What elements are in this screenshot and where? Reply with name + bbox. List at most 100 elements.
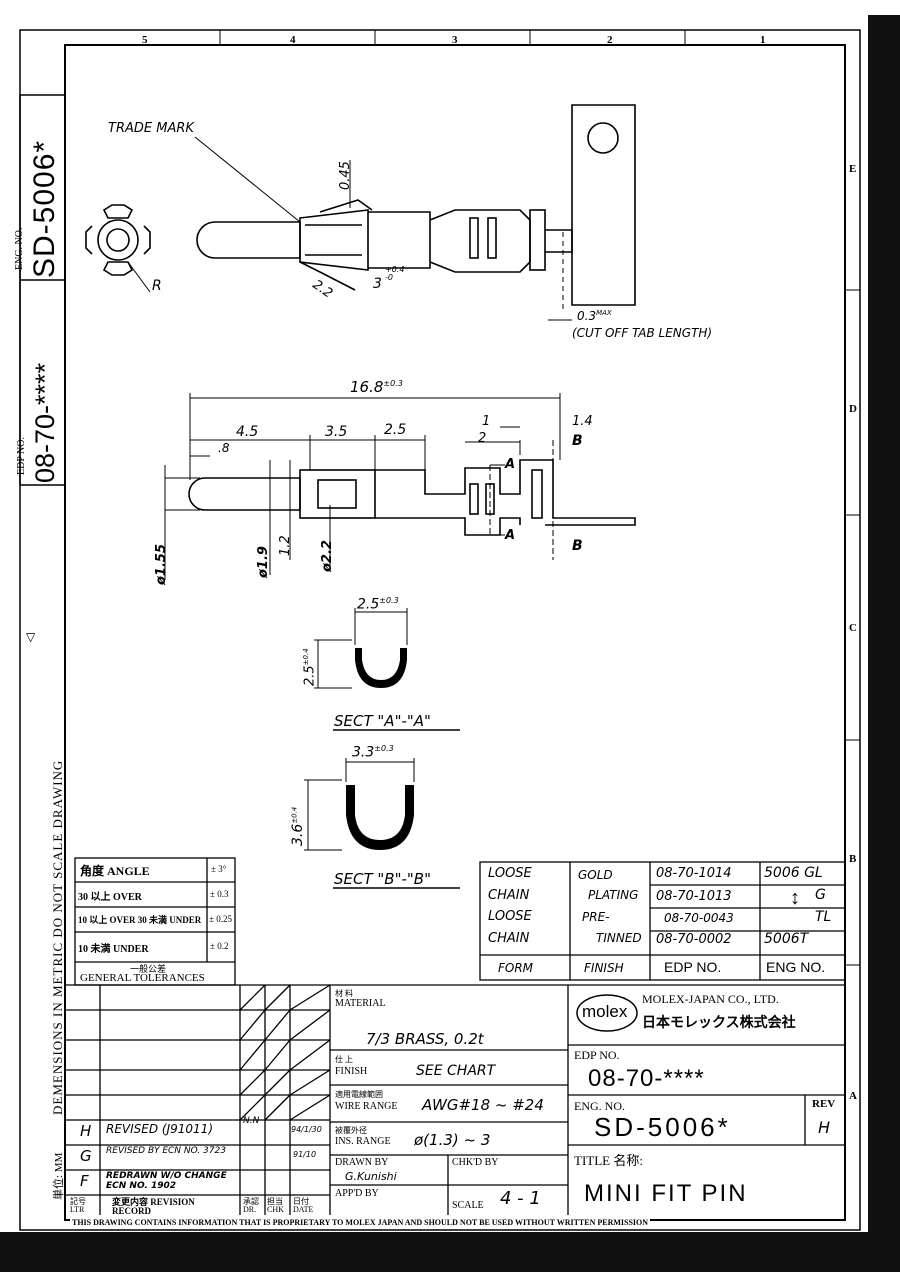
finish-label: FINISH	[335, 1066, 368, 1077]
ins-label: INS. RANGE	[335, 1136, 391, 1147]
zone-number-3: 3	[452, 34, 458, 46]
dim-0-3-value: 0.3	[577, 309, 597, 323]
tol-10-30-label: 10 以上 OVER 30 未満 UNDER	[78, 915, 202, 925]
zone-letter-e: E	[849, 163, 857, 175]
zone-number-4: 4	[290, 34, 296, 46]
title-value: MINI FIT PIN	[584, 1180, 748, 1207]
dim-dia-1-55: ø1.55	[154, 543, 169, 585]
section-a-width: 2.5±0.3	[357, 596, 399, 613]
zone-ticks	[219, 30, 860, 966]
dim-1-2: 1.2	[278, 535, 293, 556]
zone-letter-d: D	[849, 403, 857, 415]
chkd-label: CHK'D BY	[452, 1157, 499, 1168]
material-jp: 材 料	[335, 989, 353, 998]
tol-over30-label: 30 以上 OVER	[78, 892, 142, 903]
finish-header-finish: FINISH	[584, 961, 624, 975]
dim-2-5: 2.5	[384, 422, 407, 438]
eng-value: SD-5006*	[594, 1112, 731, 1142]
rev-row-h-desc: REVISED (J91011)	[106, 1122, 213, 1136]
tol-angle-label: 角度 ANGLE	[80, 864, 150, 878]
dim-16-8-value: 16.8	[350, 378, 384, 396]
eng-label: ENG. NO.	[574, 1099, 625, 1113]
finish-chart-lines	[479, 861, 846, 981]
rev-row-g-date: 91/10	[293, 1150, 317, 1159]
section-a-mark-top: A	[505, 457, 516, 472]
section-b-title: SECT "B"-"B"	[334, 870, 431, 888]
drawn-value: G.Kunishi	[345, 1170, 397, 1183]
section-b-width-tol: ±0.3	[374, 744, 394, 753]
section-a-width-value: 2.5	[357, 596, 380, 613]
section-b-height-tol: ±0.4	[290, 806, 299, 824]
dim-16-8-tol: ±0.3	[383, 379, 403, 388]
side-edp-label: EDP NO.	[16, 437, 27, 475]
company-name: MOLEX-JAPAN CO., LTD.	[642, 992, 779, 1006]
dim-3-5: 3.5	[325, 424, 348, 440]
section-b-height-value: 3.6	[290, 823, 306, 846]
section-a-height: 2.5±0.4	[302, 648, 317, 686]
top-view	[85, 104, 636, 321]
section-a-height-value: 2.5	[302, 665, 318, 686]
section-a-drawing	[314, 608, 460, 731]
dim-1: 1	[482, 414, 491, 429]
rev-header-ltr: 記号 LTR	[70, 1197, 86, 1214]
rev-row-h-ltr: H	[80, 1122, 92, 1140]
rev-row-h-dr: N.N	[243, 1116, 260, 1126]
finish-row2-finish: PLATING	[588, 888, 639, 902]
tolerance-table-lines	[74, 857, 236, 986]
section-b-width: 3.3±0.3	[352, 744, 394, 761]
tol-angle-value: ± 3°	[211, 864, 227, 874]
finish-row2-form: CHAIN	[488, 888, 530, 903]
scale-label: SCALE	[452, 1200, 484, 1211]
cut-off-note: (CUT OFF TAB LENGTH)	[572, 326, 713, 340]
section-a-width-tol: ±0.3	[379, 596, 399, 605]
section-a-title: SECT "A"-"A"	[334, 712, 431, 730]
finish-row1-eng: 5006 GL	[764, 865, 823, 881]
finish-arrow-icon: ↕	[790, 887, 800, 909]
dim-0-45: 0.45	[338, 161, 353, 190]
finish-row3-form: LOOSE	[488, 909, 532, 924]
rev-header-record: 変更内容 REVISION RECORD	[112, 1197, 195, 1216]
side-dimensions	[164, 393, 561, 580]
finish-row2-edp: 08-70-1013	[656, 889, 732, 904]
finish-header-eng: ENG NO.	[766, 959, 826, 975]
dim-dia-1-9: ø1.9	[256, 546, 271, 578]
rev-row-f-desc: REDRAWN W/O CHANGE ECN NO. 1902	[106, 1171, 227, 1191]
side-note: DEMENSIONS IN METRIC DO NOT SCALE DRAWIN…	[50, 759, 65, 1115]
rev-row-g-ltr: G	[80, 1147, 92, 1165]
section-b-height: 3.6±0.4	[290, 807, 306, 846]
material-value: 7/3 BRASS, 0.2t	[366, 1030, 484, 1048]
dim-dia-2-2: ø2.2	[320, 540, 335, 572]
section-b-mark-top: B	[572, 433, 583, 449]
zone-number-5: 5	[142, 34, 148, 46]
section-a-mark-bottom: A	[505, 528, 516, 543]
edp-label: EDP NO.	[574, 1048, 620, 1062]
scan-edge-right	[868, 15, 900, 1272]
section-a-height-tol: ±0.4	[302, 648, 310, 666]
rev-header-chk: 担当 CHK	[267, 1197, 284, 1214]
finish-row1-edp: 08-70-1014	[656, 866, 732, 881]
finish-row3-edp: 08-70-0043	[664, 911, 734, 925]
finish-row1-finish: GOLD	[578, 868, 613, 882]
wire-jp: 適用電線範囲	[335, 1090, 383, 1099]
material-label: MATERIAL	[335, 998, 386, 1009]
rev-value: H	[818, 1118, 831, 1137]
rev-header-dr: 承認 DR.	[243, 1197, 259, 1214]
radius-label: R	[152, 278, 162, 294]
tol-under10-label: 10 未満 UNDER	[78, 944, 149, 955]
rev-label: REV	[812, 1098, 836, 1110]
zone-letter-c: C	[849, 622, 857, 634]
title-label: TITLE 名称:	[574, 1153, 643, 1168]
finish-value: SEE CHART	[416, 1063, 496, 1079]
edp-value: 08-70-****	[588, 1065, 705, 1092]
finish-row3-finish: PRE-	[582, 910, 610, 924]
scale-value: 4 - 1	[500, 1188, 541, 1209]
dim-1-4: 1.4	[572, 414, 593, 429]
section-b-width-value: 3.3	[352, 744, 375, 761]
dim-0-3-max: 0.3MAX	[577, 309, 612, 323]
proprietary-notice: THIS DRAWING CONTAINS INFORMATION THAT I…	[70, 1218, 651, 1227]
finish-header-edp: EDP NO.	[664, 959, 722, 975]
trade-mark-label: TRADE MARK	[108, 121, 194, 136]
side-eng-label: ENG. NO.	[14, 227, 25, 271]
finish-jp: 仕 上	[335, 1055, 353, 1064]
section-b-drawing	[304, 758, 460, 889]
